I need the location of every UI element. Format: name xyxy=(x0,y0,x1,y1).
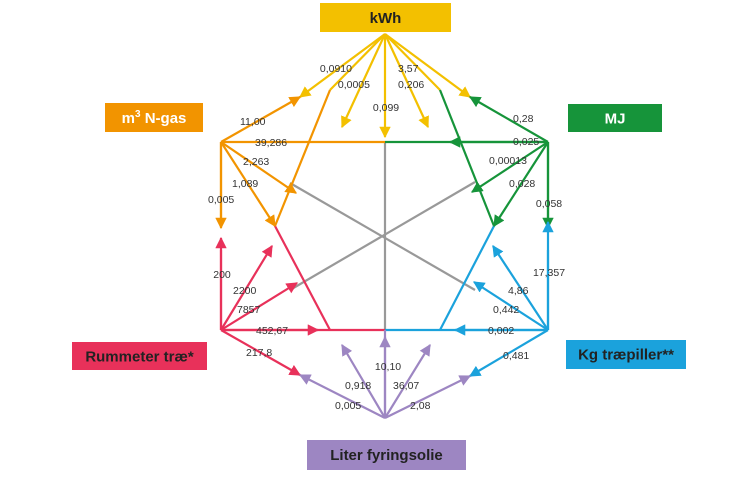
arrow-pellets-to-kwh xyxy=(492,245,549,331)
arrow-wood-to-oil xyxy=(220,329,301,376)
factor-wood-to-gas: 200 xyxy=(213,269,231,281)
unit-box-gas: m3 N-gas xyxy=(105,103,203,132)
factor-wood-to-kwh: 2200 xyxy=(233,285,257,297)
arrow-gas-to-oil xyxy=(220,141,276,227)
conversion-factor-labels: 0,0910 0,0005 3,57 0,206 0,099 11,00 39,286 2,2… xyxy=(208,63,565,412)
arrow-kwh-to-gas xyxy=(299,33,386,98)
factor-pellets-to-oil: 0,481 xyxy=(503,350,529,362)
connector-kwh-0 xyxy=(329,33,386,91)
factor-mj-to-gas: 0,025 xyxy=(513,136,539,148)
factor-gas-to-pellets: 2,263 xyxy=(243,156,269,168)
unit-box-kwh: kWh xyxy=(320,3,451,32)
edge-gas-diagonal xyxy=(273,89,332,227)
factor-gas-to-mj: 39,286 xyxy=(255,137,287,149)
unit-box-wood: Rummeter træ* xyxy=(72,342,207,370)
edge-mj-diagonal xyxy=(438,89,496,227)
arrow-oil-to-wood xyxy=(298,374,386,419)
connector-kwh-1 xyxy=(384,33,441,91)
edge-wood-diagonal xyxy=(274,225,331,331)
factor-mj-to-pellets: 0,058 xyxy=(536,198,562,210)
factor-pellets-to-kwh: 4,86 xyxy=(508,285,529,297)
arrow-mj-to-kwh xyxy=(469,96,549,143)
factor-oil-to-pellets: 36,07 xyxy=(393,380,419,392)
factor-mj-to-oil: 0,028 xyxy=(509,178,535,190)
arrow-pellets-to-gas xyxy=(473,281,549,331)
factor-gas-to-kwh: 11,00 xyxy=(240,116,266,128)
factor-kwh-to-mj: 3,57 xyxy=(398,63,419,75)
factor-gas-to-oil: 1,089 xyxy=(232,178,258,190)
unit-box-mj: MJ xyxy=(568,104,662,132)
factor-pellets-to-mj: 17,357 xyxy=(533,267,565,279)
factor-pellets-to-wood: 0,002 xyxy=(488,325,514,337)
factor-kwh-to-wood: 0,0005 xyxy=(338,79,370,91)
factor-mj-to-kwh: 0,28 xyxy=(513,113,534,125)
factor-wood-to-mj: 7857 xyxy=(237,304,261,316)
unit-label-wood: Rummeter træ* xyxy=(85,349,194,366)
factor-kwh-to-pellets: 0,206 xyxy=(398,79,424,91)
factor-pellets-to-gas: 0,442 xyxy=(493,304,519,316)
conversion-arrows xyxy=(215,33,554,419)
unit-label-oil: Liter fyringsolie xyxy=(330,447,443,464)
arrow-wood-to-kwh xyxy=(220,245,273,331)
hex-diagonal-up xyxy=(289,181,476,291)
factor-oil-to-kwh: 10,10 xyxy=(375,361,401,373)
arrow-oil-to-gas xyxy=(341,344,386,419)
unit-label-mj: MJ xyxy=(605,111,626,128)
hexagon-frame xyxy=(289,142,476,330)
arrow-kwh-to-mj xyxy=(384,33,471,98)
edge-pellets-diagonal xyxy=(439,225,495,331)
arrow-oil-to-mj xyxy=(384,375,472,419)
factor-oil-to-wood: 0,005 xyxy=(335,400,361,412)
unit-label-gas: m3 N-gas xyxy=(122,109,187,127)
unit-label-kwh: kWh xyxy=(370,10,402,27)
factor-wood-to-oil: 217,8 xyxy=(246,347,272,359)
factor-wood-to-pellets: 452,67 xyxy=(256,325,288,337)
arrow-gas-to-pellets xyxy=(220,141,297,194)
arrow-mj-to-wood xyxy=(471,141,549,193)
unit-box-pellets: Kg træpiller** xyxy=(566,340,686,369)
factor-mj-to-wood: 0,00013 xyxy=(489,155,527,167)
arrow-kwh-to-wood xyxy=(341,33,386,129)
factor-oil-to-mj: 2,08 xyxy=(410,400,431,412)
arrow-kwh-to-pellets xyxy=(384,33,429,129)
unit-label-pellets: Kg træpiller** xyxy=(578,347,674,364)
factor-kwh-to-oil: 0,099 xyxy=(373,102,399,114)
factor-kwh-to-gas: 0,0910 xyxy=(320,63,352,75)
factor-oil-to-gas: 0,918 xyxy=(345,380,371,392)
unit-box-oil: Liter fyringsolie xyxy=(307,440,466,470)
arrow-oil-to-pellets xyxy=(384,344,431,419)
arrow-gas-to-kwh xyxy=(220,96,301,143)
arrow-pellets-to-oil xyxy=(469,329,549,377)
arrow-mj-to-oil xyxy=(493,141,549,227)
arrow-wood-to-mj xyxy=(220,282,298,331)
factor-gas-to-wood: 0,005 xyxy=(208,194,234,206)
